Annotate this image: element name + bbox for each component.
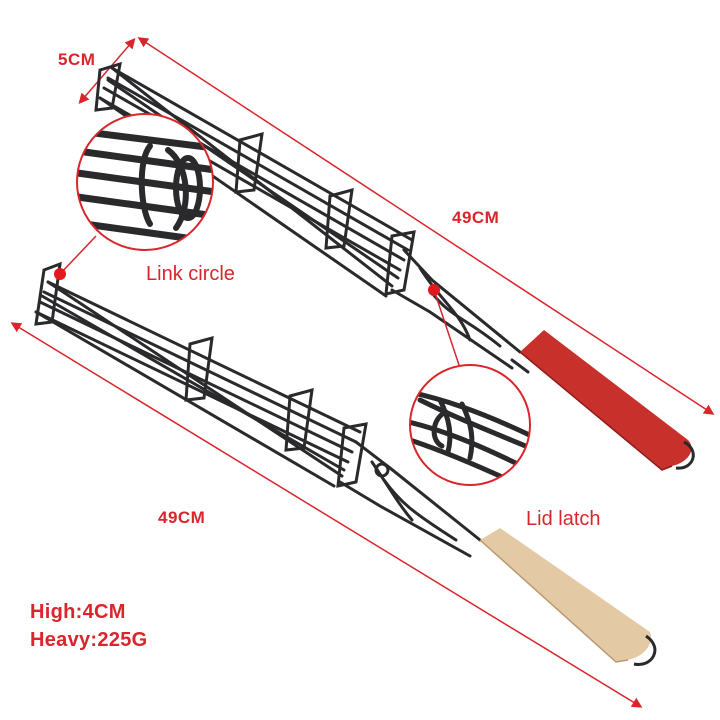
bottom-length-arrow [10, 322, 643, 708]
top-length-arrow [137, 37, 715, 415]
link-circle-zoom [76, 113, 214, 251]
spec-height: High:4CM [30, 601, 126, 623]
red-wood-handle [519, 330, 695, 471]
lid-latch-marker [428, 284, 440, 296]
dimension-arrows [10, 37, 715, 708]
lid-latch-label: Lid latch [526, 508, 601, 530]
width-dimension-label: 5CM [58, 50, 96, 69]
top-length-dimension-label: 49CM [452, 208, 500, 227]
bottom-length-dimension-label: 49CM [158, 508, 206, 527]
link-circle-marker [54, 268, 66, 280]
spec-weight: Heavy:225G [30, 629, 148, 651]
width-arrow [78, 38, 136, 104]
light-wood-handle [479, 528, 657, 666]
link-circle-label: Link circle [146, 263, 235, 285]
bottom-grill-basket [34, 261, 482, 558]
lid-latch-zoom [409, 364, 531, 486]
callout-leaders [54, 235, 461, 369]
